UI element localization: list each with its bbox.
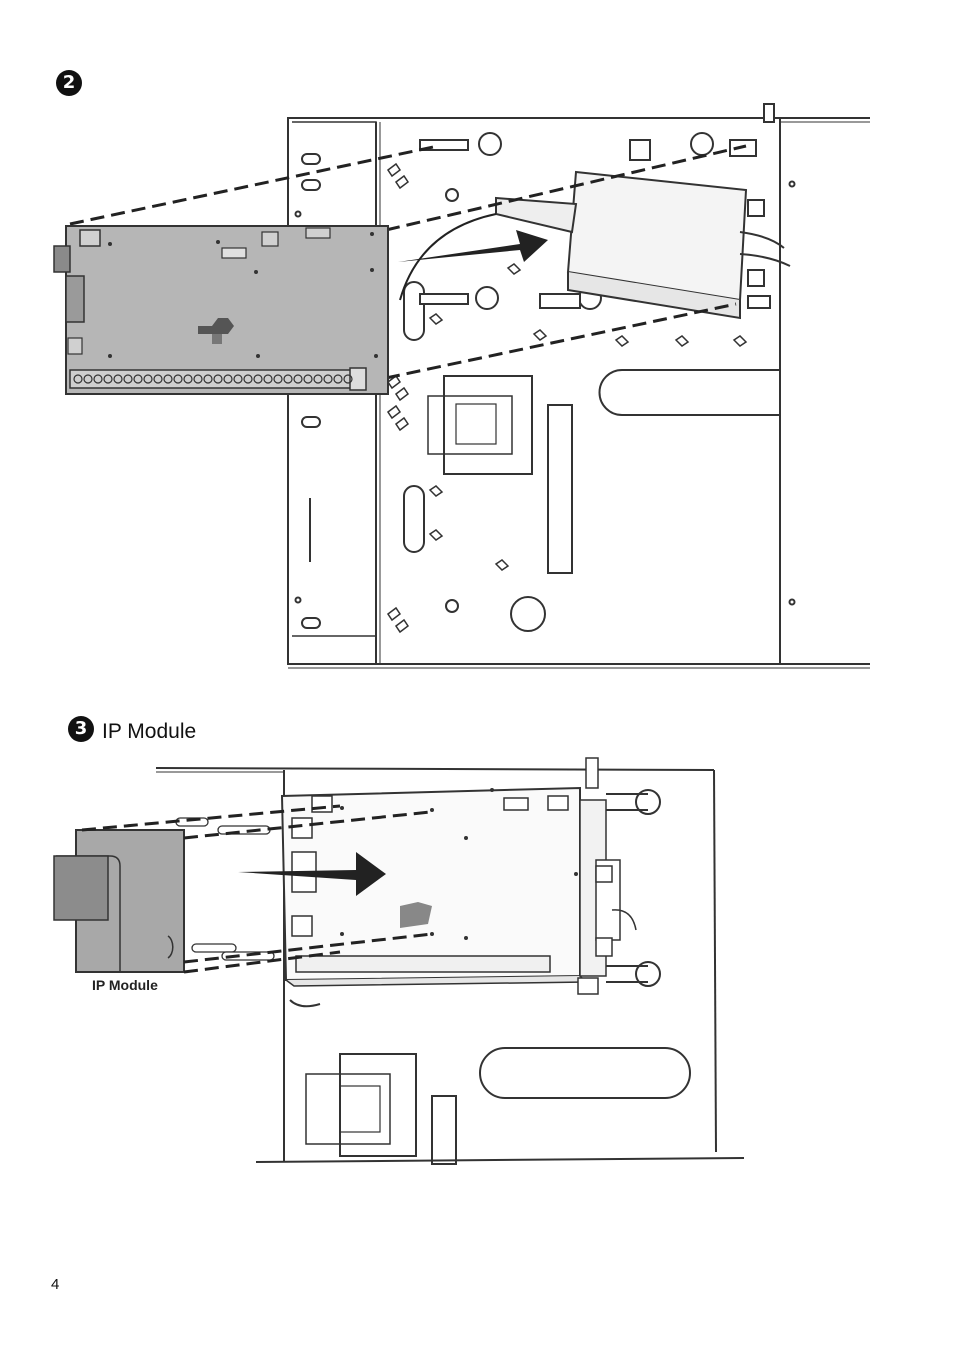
step-3-number-badge: 3 [68,716,94,742]
figure-2-board-mounting-diagram [0,0,954,700]
ip-module-figure-label: IP Module [92,977,158,993]
figure-3-ip-module-diagram: IP Module [0,750,954,1190]
step-3-title: IP Module [102,720,196,744]
page-number: 4 [51,1276,59,1293]
